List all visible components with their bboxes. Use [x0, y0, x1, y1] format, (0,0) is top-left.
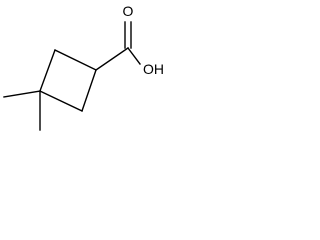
hydroxyl-label: OH [143, 61, 164, 77]
ring-bond-left [39, 49, 56, 92]
methyl-bond-left [3, 90, 41, 98]
carbonyl-oxygen-label: O [123, 3, 134, 19]
ring-bond-bottom [39, 90, 83, 112]
molecule-structure: O OH [3, 3, 164, 131]
ring-to-carboxyl-bond [95, 47, 129, 71]
ring-bond-top [54, 49, 97, 71]
hydroxyl-bond [127, 47, 141, 65]
ring-bond-right [81, 69, 97, 112]
